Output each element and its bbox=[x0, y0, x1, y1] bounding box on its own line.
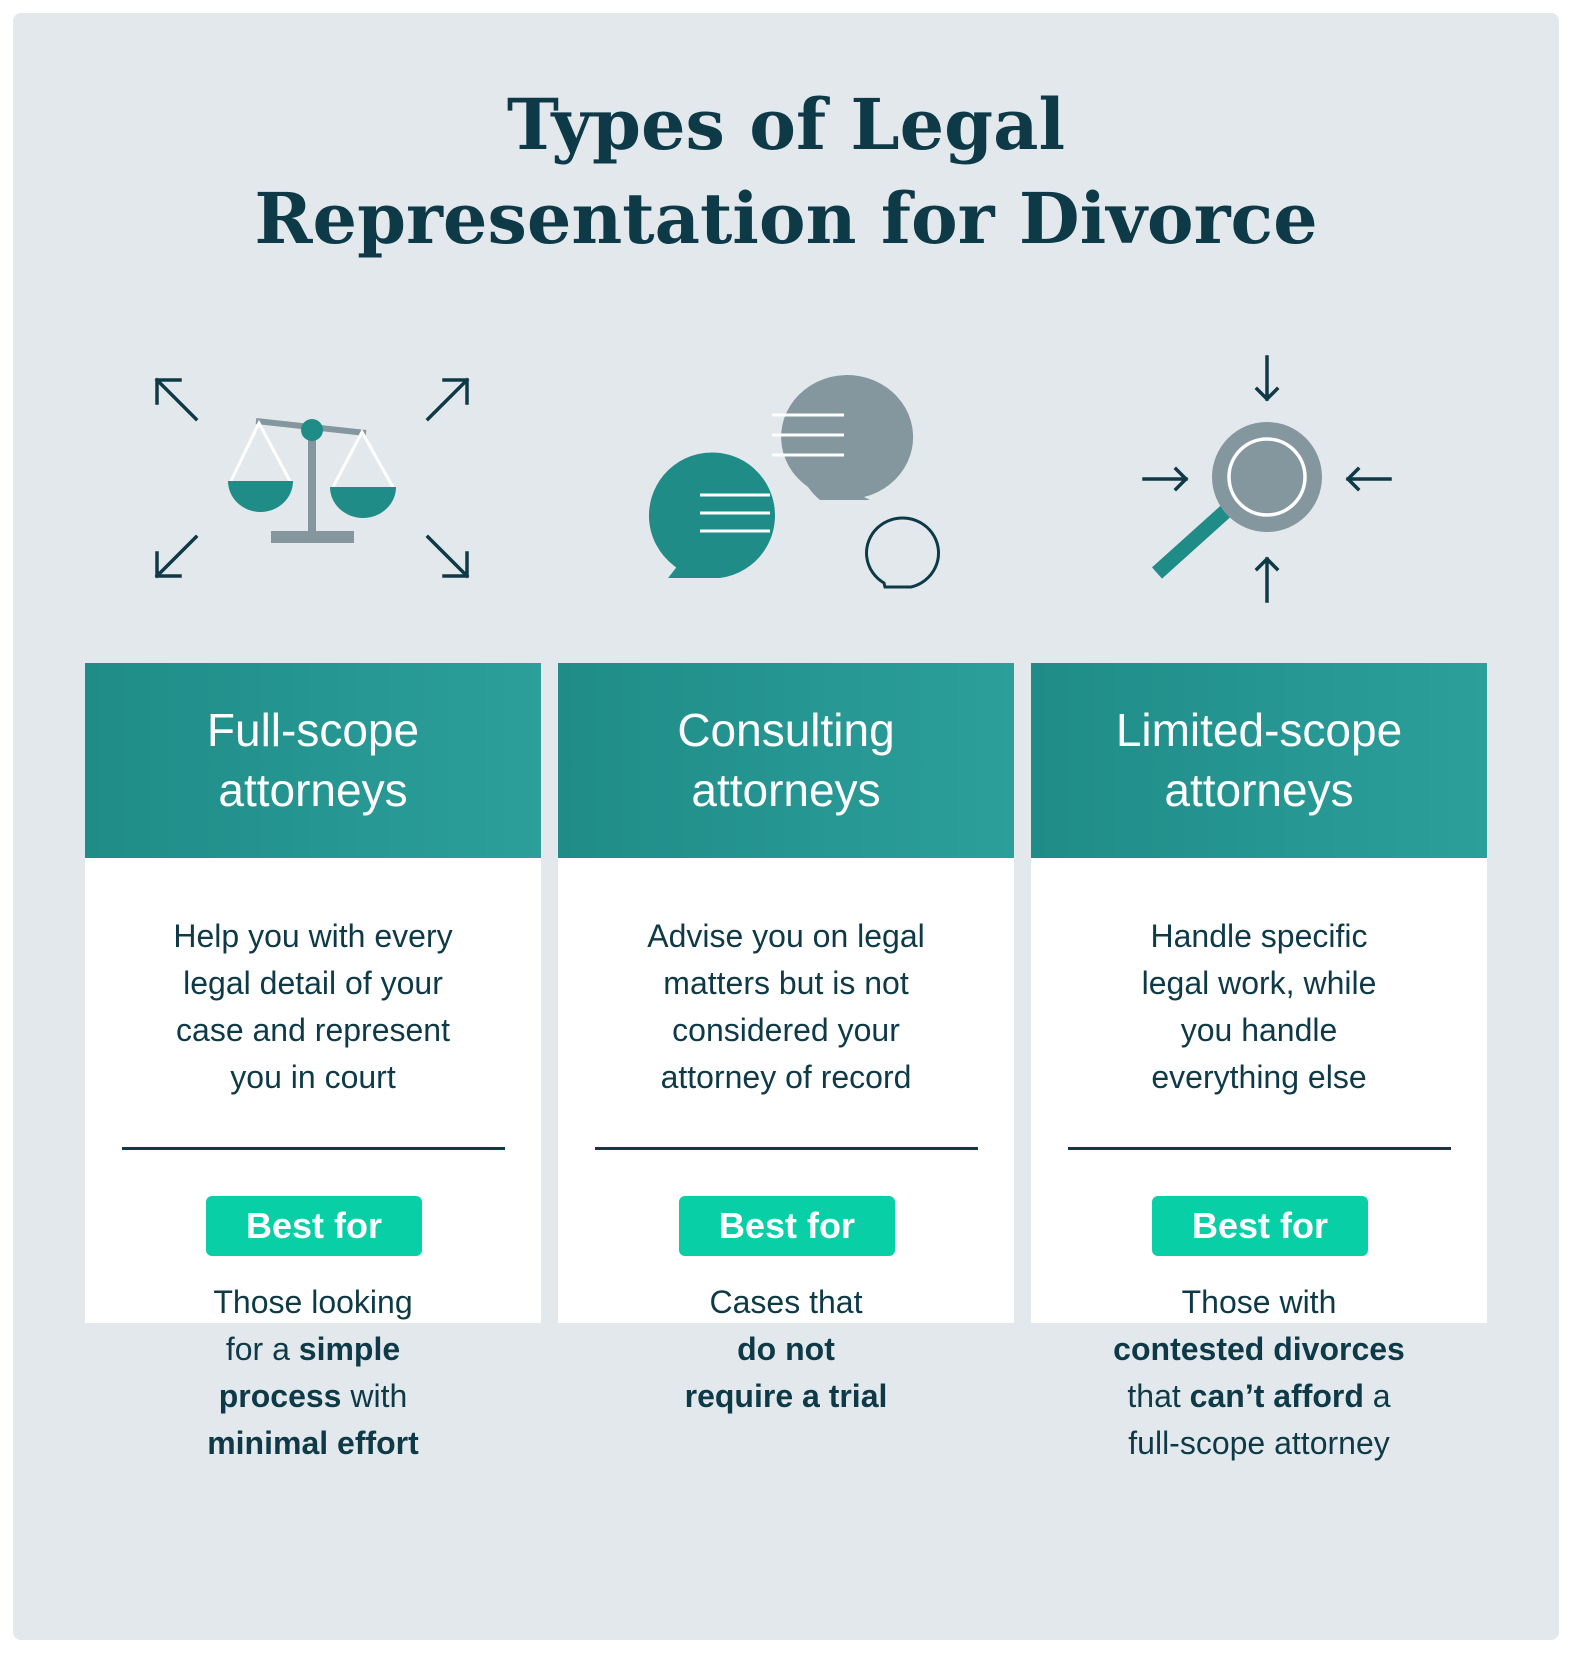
best-for-line: that can’t afford a bbox=[1051, 1373, 1467, 1420]
description-line: everything else bbox=[1151, 1059, 1367, 1095]
best-for-emphasis: require a trial bbox=[684, 1378, 888, 1414]
best-for-run: Cases that bbox=[709, 1284, 863, 1320]
divider bbox=[122, 1147, 505, 1150]
best-for-line: minimal effort bbox=[105, 1420, 521, 1467]
card-description: Advise you on legal matters but is not c… bbox=[588, 913, 984, 1101]
description-line: attorney of record bbox=[660, 1059, 912, 1095]
description-line: Help you with every bbox=[173, 918, 453, 954]
best-for-text: Cases that do not require a trial bbox=[578, 1279, 994, 1420]
card-title-line: attorneys bbox=[1164, 764, 1354, 816]
title-line-1: Types of Legal bbox=[506, 83, 1066, 166]
best-for-emphasis: can’t afford bbox=[1189, 1378, 1364, 1414]
card-title-line: Consulting bbox=[677, 704, 895, 756]
best-for-run: a bbox=[1363, 1378, 1391, 1414]
best-for-line: process with bbox=[105, 1373, 521, 1420]
best-for-badge: Best for bbox=[679, 1196, 895, 1256]
best-for-emphasis: process bbox=[218, 1378, 342, 1414]
description-line: Handle specific bbox=[1150, 918, 1368, 954]
card-title-line: attorneys bbox=[691, 764, 881, 816]
best-for-emphasis: do not bbox=[737, 1331, 835, 1367]
divider bbox=[1068, 1147, 1451, 1150]
best-for-line: require a trial bbox=[578, 1373, 994, 1420]
card-title-line: Limited-scope bbox=[1115, 704, 1403, 756]
card-limited-scope: Limited-scope attorneys Handle specific … bbox=[1031, 663, 1487, 1461]
card-consulting: Consulting attorneys Advise you on legal… bbox=[558, 663, 1014, 1414]
card-title-line: attorneys bbox=[218, 764, 408, 816]
card-description: Handle specific legal work, while you ha… bbox=[1061, 913, 1457, 1101]
divider bbox=[595, 1147, 978, 1150]
card-title-line: Full-scope bbox=[206, 704, 420, 756]
best-for-line: full-scope attorney bbox=[1051, 1420, 1467, 1467]
best-for-run: that bbox=[1127, 1378, 1190, 1414]
best-for-line: for a simple bbox=[105, 1326, 521, 1373]
card-title: Limited-scope attorneys bbox=[1031, 700, 1487, 820]
best-for-line: do not bbox=[578, 1326, 994, 1373]
chat-bubbles-icon bbox=[558, 355, 1014, 605]
description-line: legal detail of your bbox=[183, 965, 443, 1001]
card-header: Consulting attorneys bbox=[558, 663, 1014, 858]
best-for-run: Those looking bbox=[213, 1284, 413, 1320]
card-header: Limited-scope attorneys bbox=[1031, 663, 1487, 858]
best-for-badge: Best for bbox=[1152, 1196, 1368, 1256]
best-for-text: Those with contested divorces that can’t a… bbox=[1051, 1279, 1467, 1467]
best-for-emphasis: minimal effort bbox=[207, 1425, 419, 1461]
description-line: you in court bbox=[230, 1059, 396, 1095]
magnifying-glass-icon bbox=[1031, 355, 1487, 605]
card-title: Consulting attorneys bbox=[558, 700, 1014, 820]
best-for-emphasis: simple bbox=[298, 1331, 401, 1367]
best-for-run: for a bbox=[225, 1331, 299, 1367]
card-full-scope: Full-scope attorneys Help you with every… bbox=[85, 663, 541, 1461]
description-line: considered your bbox=[672, 1012, 900, 1048]
card-description: Help you with every legal detail of your… bbox=[115, 913, 511, 1101]
best-for-emphasis: contested divorces bbox=[1113, 1331, 1405, 1367]
card-title: Full-scope attorneys bbox=[85, 700, 541, 820]
best-for-run: full-scope attorney bbox=[1128, 1425, 1390, 1461]
best-for-line: Those looking bbox=[105, 1279, 521, 1326]
page-title: Types of Legal Representation for Divorc… bbox=[0, 78, 1572, 266]
best-for-line: Cases that bbox=[578, 1279, 994, 1326]
scales-of-justice-icon bbox=[84, 355, 540, 605]
card-header: Full-scope attorneys bbox=[85, 663, 541, 858]
description-line: legal work, while bbox=[1141, 965, 1377, 1001]
best-for-line: contested divorces bbox=[1051, 1326, 1467, 1373]
best-for-run: with bbox=[341, 1378, 408, 1414]
description-line: you handle bbox=[1180, 1012, 1338, 1048]
description-line: case and represent bbox=[176, 1012, 450, 1048]
best-for-run: Those with bbox=[1181, 1284, 1337, 1320]
description-line: Advise you on legal bbox=[647, 918, 925, 954]
best-for-line: Those with bbox=[1051, 1279, 1467, 1326]
title-line-2: Representation for Divorce bbox=[254, 177, 1318, 260]
description-line: matters but is not bbox=[663, 965, 909, 1001]
best-for-badge: Best for bbox=[206, 1196, 422, 1256]
